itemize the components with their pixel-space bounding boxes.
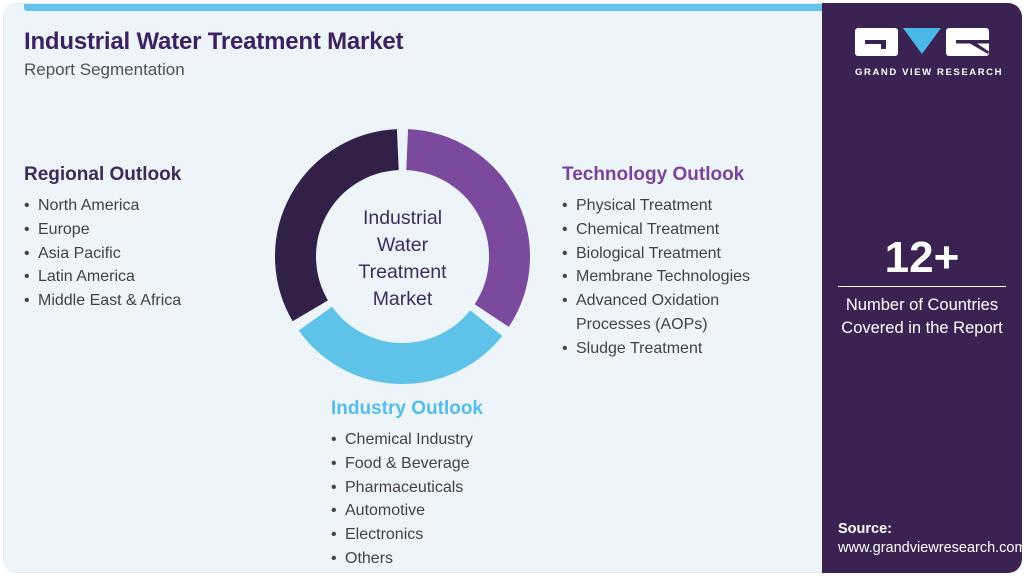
gvr-logo-text: GRAND VIEW RESEARCH: [855, 67, 1004, 78]
stat-value: 12+: [884, 233, 960, 282]
countries-stat: 12+ Number of Countries Covered in the R…: [822, 235, 1022, 340]
bullet-icon: •: [331, 431, 337, 448]
bullet-icon: •: [562, 244, 568, 262]
bullet-icon: •: [24, 197, 30, 214]
bullet-icon: •: [562, 197, 568, 214]
bullet-icon: •: [24, 292, 30, 310]
page-title: Industrial Water Treatment Market: [24, 28, 404, 55]
donut-chart: [275, 129, 530, 384]
page-subtitle: Report Segmentation: [24, 60, 185, 79]
list-item: •Biological Treatment: [562, 242, 775, 266]
bullet-icon: •: [331, 454, 337, 472]
section-technology-outlook: Technology Outlook •Physical Treatment •…: [562, 164, 775, 361]
bullet-icon: •: [562, 339, 568, 357]
section-heading: Industry Outlook: [331, 398, 483, 419]
section-list: •North America •Europe •Asia Pacific •La…: [24, 194, 274, 313]
donut-segment-regional: [275, 129, 400, 322]
donut-label-line: Water: [376, 234, 429, 256]
main-card: Industrial Water Treatment Market Report…: [3, 3, 823, 573]
donut-label-line: Treatment: [358, 261, 447, 283]
source-label: Source:: [838, 521, 892, 537]
list-item: •Latin America: [24, 265, 274, 289]
list-item: •Physical Treatment: [562, 194, 775, 218]
list-item: •Chemical Industry: [331, 428, 566, 452]
list-item: •Asia Pacific: [24, 242, 274, 266]
top-accent-bar: [24, 4, 823, 11]
bullet-icon: •: [24, 220, 30, 238]
list-item: •Others: [331, 547, 566, 571]
gvr-logo-icon: [855, 28, 989, 56]
section-heading: Regional Outlook: [24, 164, 182, 185]
stat-label: Number of Countries Covered in the Repor…: [841, 296, 1003, 337]
list-item: •Food & Beverage: [331, 452, 566, 476]
source-url-link[interactable]: www.grandviewresearch.com: [838, 540, 1025, 556]
donut-segment-technology: [405, 129, 530, 327]
list-item: •Advanced Oxidation Processes (AOPs): [562, 289, 775, 337]
list-item: •Automotive: [331, 499, 566, 523]
list-item: •Sludge Treatment: [562, 337, 775, 361]
section-heading: Technology Outlook: [562, 164, 745, 185]
list-item: •Chemical Treatment: [562, 218, 775, 242]
list-item: •Europe: [24, 218, 274, 242]
donut-center-label: Industrial Water Treatment Market: [337, 205, 468, 313]
donut-label-line: Industrial: [362, 207, 443, 229]
section-list: •Physical Treatment •Chemical Treatment …: [562, 194, 775, 361]
section-list: •Chemical Industry •Food & Beverage •Pha…: [331, 428, 566, 571]
bullet-icon: •: [331, 502, 337, 520]
sidebar: GRAND VIEW RESEARCH 12+ Number of Countr…: [822, 3, 1025, 573]
bullet-icon: •: [562, 268, 568, 286]
bullet-icon: •: [562, 292, 568, 310]
donut-segment-industry: [298, 306, 503, 384]
list-item: •North America: [24, 194, 274, 218]
bullet-icon: •: [24, 244, 30, 262]
bullet-icon: •: [562, 220, 568, 238]
list-item: •Membrane Technologies: [562, 265, 775, 289]
list-item: •Electronics: [331, 523, 566, 547]
gvr-logo: GRAND VIEW RESEARCH: [855, 27, 1004, 78]
bullet-icon: •: [331, 478, 337, 496]
donut-label-line: Market: [372, 288, 433, 310]
list-item: •Pharmaceuticals: [331, 476, 566, 500]
section-regional-outlook: Regional Outlook •North America •Europe …: [24, 164, 274, 313]
bullet-icon: •: [331, 526, 337, 544]
bullet-icon: •: [24, 268, 30, 286]
bullet-icon: •: [331, 549, 337, 567]
source-block: Source: www.grandviewresearch.com: [838, 520, 1025, 558]
list-item: •Middle East & Africa: [24, 289, 274, 313]
section-industry-outlook: Industry Outlook •Chemical Industry •Foo…: [331, 398, 566, 571]
stat-divider: [838, 286, 1006, 287]
